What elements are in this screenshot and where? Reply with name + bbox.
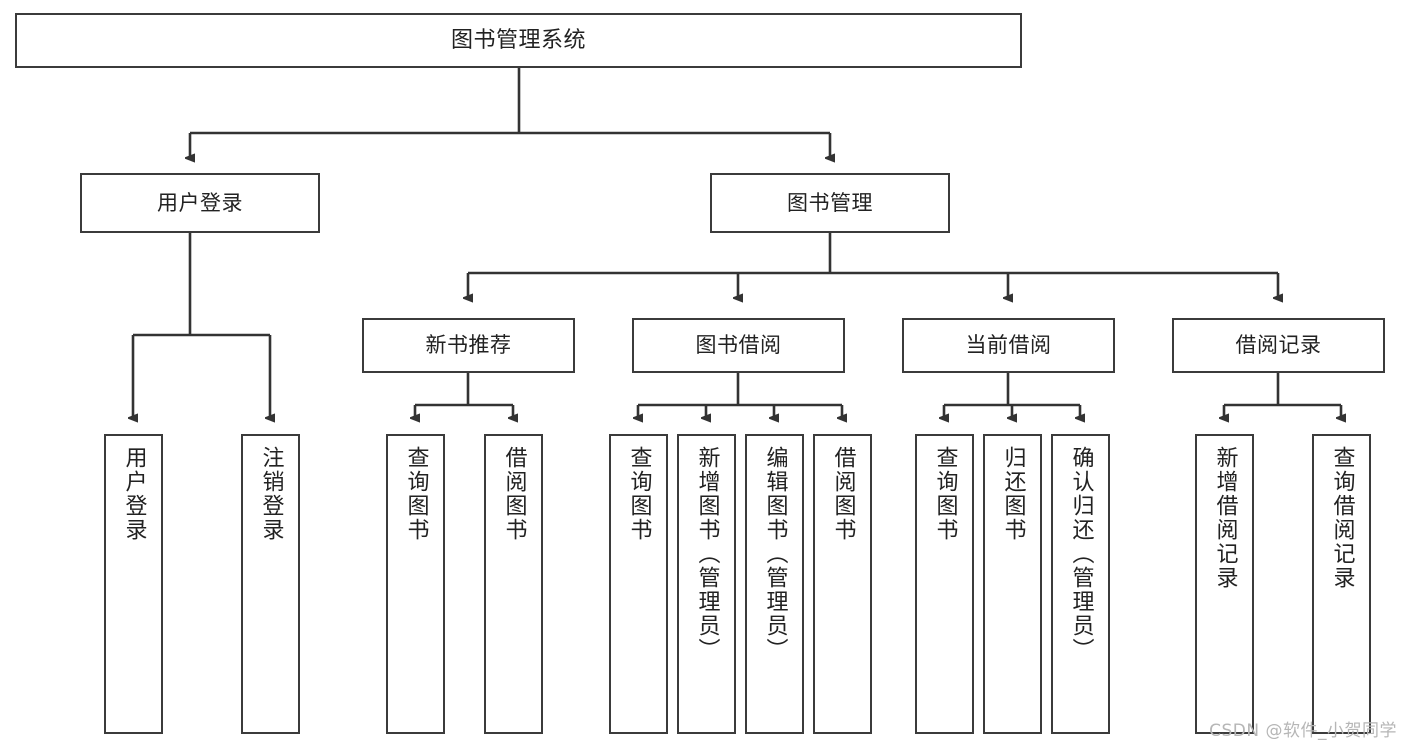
leaf-borrow-book-label: 借阅图书 (830, 446, 856, 542)
leaf-borrow-book-recommend[interactable]: 借阅图书 (484, 434, 543, 734)
leaf-confirm-return-admin[interactable]: 确认归还（管理员） (1051, 434, 1110, 734)
node-user-login[interactable]: 用户登录 (80, 173, 320, 233)
leaf-logout-label: 注销登录 (258, 446, 284, 542)
leaf-logout[interactable]: 注销登录 (241, 434, 300, 734)
node-book-management-label: 图书管理 (787, 190, 873, 215)
leaf-query-borrow-record[interactable]: 查询借阅记录 (1312, 434, 1371, 734)
leaf-user-login-label: 用户登录 (121, 446, 147, 542)
leaf-add-book-admin-label: 新增图书（管理员） (694, 446, 720, 662)
leaf-query-book-current[interactable]: 查询图书 (915, 434, 974, 734)
node-new-book-recommend[interactable]: 新书推荐 (362, 318, 575, 373)
leaf-query-book-borrow-label: 查询图书 (626, 446, 652, 542)
watermark: CSDN @软件_小贺同学 (1209, 721, 1397, 741)
leaf-add-borrow-record-label: 新增借阅记录 (1212, 446, 1238, 590)
leaf-query-book-borrow[interactable]: 查询图书 (609, 434, 668, 734)
node-book-borrow[interactable]: 图书借阅 (632, 318, 845, 373)
node-book-management[interactable]: 图书管理 (710, 173, 950, 233)
leaf-query-book-recommend-label: 查询图书 (403, 446, 429, 542)
leaf-query-book-current-label: 查询图书 (932, 446, 958, 542)
leaf-query-borrow-record-label: 查询借阅记录 (1329, 446, 1355, 590)
node-book-borrow-label: 图书借阅 (695, 333, 782, 358)
leaf-return-book[interactable]: 归还图书 (983, 434, 1042, 734)
node-current-borrow[interactable]: 当前借阅 (902, 318, 1115, 373)
leaf-confirm-return-admin-label: 确认归还（管理员） (1068, 446, 1094, 662)
leaf-borrow-book[interactable]: 借阅图书 (813, 434, 872, 734)
leaf-add-borrow-record[interactable]: 新增借阅记录 (1195, 434, 1254, 734)
node-root-label: 图书管理系统 (450, 27, 586, 53)
leaf-add-book-admin[interactable]: 新增图书（管理员） (677, 434, 736, 734)
node-borrow-record-label: 借阅记录 (1235, 333, 1322, 358)
leaf-borrow-book-recommend-label: 借阅图书 (501, 446, 527, 542)
leaf-user-login[interactable]: 用户登录 (104, 434, 163, 734)
leaf-query-book-recommend[interactable]: 查询图书 (386, 434, 445, 734)
leaf-return-book-label: 归还图书 (1000, 446, 1026, 542)
node-current-borrow-label: 当前借阅 (965, 333, 1052, 358)
node-new-book-recommend-label: 新书推荐 (425, 333, 512, 358)
leaf-edit-book-admin[interactable]: 编辑图书（管理员） (745, 434, 804, 734)
node-borrow-record[interactable]: 借阅记录 (1172, 318, 1385, 373)
node-user-login-label: 用户登录 (157, 190, 243, 215)
node-root-system[interactable]: 图书管理系统 (15, 13, 1022, 68)
leaf-edit-book-admin-label: 编辑图书（管理员） (762, 446, 788, 662)
